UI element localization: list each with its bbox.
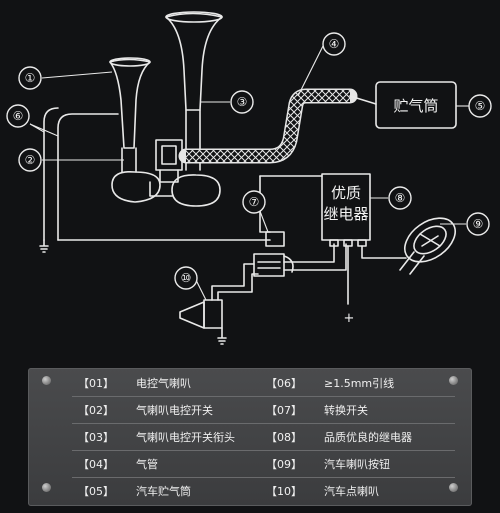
legend-text: 气喇叭电控开关 bbox=[136, 404, 213, 417]
relay-label-line2: 继电器 bbox=[323, 205, 368, 223]
legend-number: 【03】 bbox=[78, 431, 114, 444]
callout-6: ⑥ bbox=[6, 104, 30, 128]
legend-item: 【05】 汽车贮气筒 bbox=[72, 478, 267, 504]
screw-icon bbox=[42, 483, 51, 492]
legend-text: 气管 bbox=[136, 458, 158, 471]
screw-icon bbox=[449, 376, 458, 385]
legend-item: 【09】 汽车喇叭按钮 bbox=[260, 451, 455, 478]
svg-text:③: ③ bbox=[237, 95, 248, 109]
legend-text: 电控气喇叭 bbox=[136, 377, 191, 390]
legend-number: 【04】 bbox=[78, 458, 114, 471]
legend-number: 【08】 bbox=[266, 431, 302, 444]
screw-icon bbox=[449, 483, 458, 492]
legend-item: 【01】 电控气喇叭 bbox=[72, 370, 267, 397]
svg-text:④: ④ bbox=[329, 37, 340, 51]
svg-text:⑨: ⑨ bbox=[473, 217, 484, 231]
relay-box: 优质 继电器 bbox=[321, 173, 371, 247]
callout-7: ⑦ bbox=[242, 190, 266, 214]
callout-10: ⑩ bbox=[174, 266, 198, 290]
callout-8: ⑧ bbox=[388, 186, 412, 210]
legend-number: 【10】 bbox=[266, 485, 302, 498]
electric-horn bbox=[179, 263, 259, 345]
legend-item: 【07】 转换开关 bbox=[260, 397, 455, 424]
callout-4: ④ bbox=[322, 32, 346, 56]
wiring-diagram: 贮气筒 优质 继电器 + bbox=[6, 11, 492, 345]
svg-text:⑩: ⑩ bbox=[181, 271, 192, 285]
tall-air-horn bbox=[165, 11, 223, 207]
legend-number: 【01】 bbox=[78, 377, 114, 390]
legend-number: 【06】 bbox=[266, 377, 302, 390]
callout-5: ⑤ bbox=[468, 94, 492, 118]
callout-9: ⑨ bbox=[466, 212, 490, 236]
legend-item: 【03】 气喇叭电控开关衔头 bbox=[72, 424, 267, 451]
legend-text: 汽车点喇叭 bbox=[324, 485, 379, 498]
horn-valve-block bbox=[149, 139, 183, 197]
reservoir-label: 贮气筒 bbox=[393, 97, 438, 115]
callout-1: ① bbox=[18, 66, 42, 90]
small-air-horn bbox=[109, 57, 161, 203]
legend-item: 【08】 品质优良的继电器 bbox=[260, 424, 455, 451]
plus-terminal-label: + bbox=[344, 311, 355, 326]
horn-button-wheel bbox=[399, 217, 456, 275]
legend-column-left: 【01】 电控气喇叭 【02】 气喇叭电控开关 【03】 气喇叭电控开关衔头 【04】… bbox=[72, 370, 267, 504]
legend-text: 汽车贮气筒 bbox=[136, 485, 191, 498]
legend-text: 品质优良的继电器 bbox=[324, 431, 412, 444]
svg-text:⑤: ⑤ bbox=[475, 99, 486, 113]
svg-text:①: ① bbox=[25, 71, 36, 85]
legend-number: 【05】 bbox=[78, 485, 114, 498]
parts-legend-panel: 【01】 电控气喇叭 【02】 气喇叭电控开关 【03】 气喇叭电控开关衔头 【04】… bbox=[28, 368, 472, 506]
switch-unit bbox=[253, 231, 294, 277]
relay-label-line1: 优质 bbox=[331, 184, 361, 202]
callout-2: ② bbox=[18, 148, 42, 172]
air-reservoir: 贮气筒 bbox=[375, 81, 457, 129]
screw-icon bbox=[42, 376, 51, 385]
legend-number: 【09】 bbox=[266, 458, 302, 471]
legend-number: 【07】 bbox=[266, 404, 302, 417]
legend-item: 【06】 ≥1.5mm引线 bbox=[260, 370, 455, 397]
legend-text: 汽车喇叭按钮 bbox=[324, 458, 390, 471]
svg-text:⑧: ⑧ bbox=[395, 191, 406, 205]
callout-3: ③ bbox=[230, 90, 254, 114]
legend-column-right: 【06】≥1.5mm引线 【07】转换开关 【08】品质优良的继电器 【09】汽… bbox=[260, 370, 455, 504]
legend-item: 【04】 气管 bbox=[72, 451, 267, 478]
svg-text:⑥: ⑥ bbox=[13, 109, 24, 123]
legend-item: 【02】 气喇叭电控开关 bbox=[72, 397, 267, 424]
svg-text:⑦: ⑦ bbox=[249, 195, 260, 209]
svg-text:②: ② bbox=[25, 153, 36, 167]
legend-text: 气喇叭电控开关衔头 bbox=[136, 431, 235, 444]
legend-item: 【10】 汽车点喇叭 bbox=[260, 478, 455, 504]
legend-text: ≥1.5mm引线 bbox=[324, 377, 395, 390]
air-tube bbox=[178, 88, 358, 164]
legend-text: 转换开关 bbox=[324, 404, 368, 417]
legend-number: 【02】 bbox=[78, 404, 114, 417]
